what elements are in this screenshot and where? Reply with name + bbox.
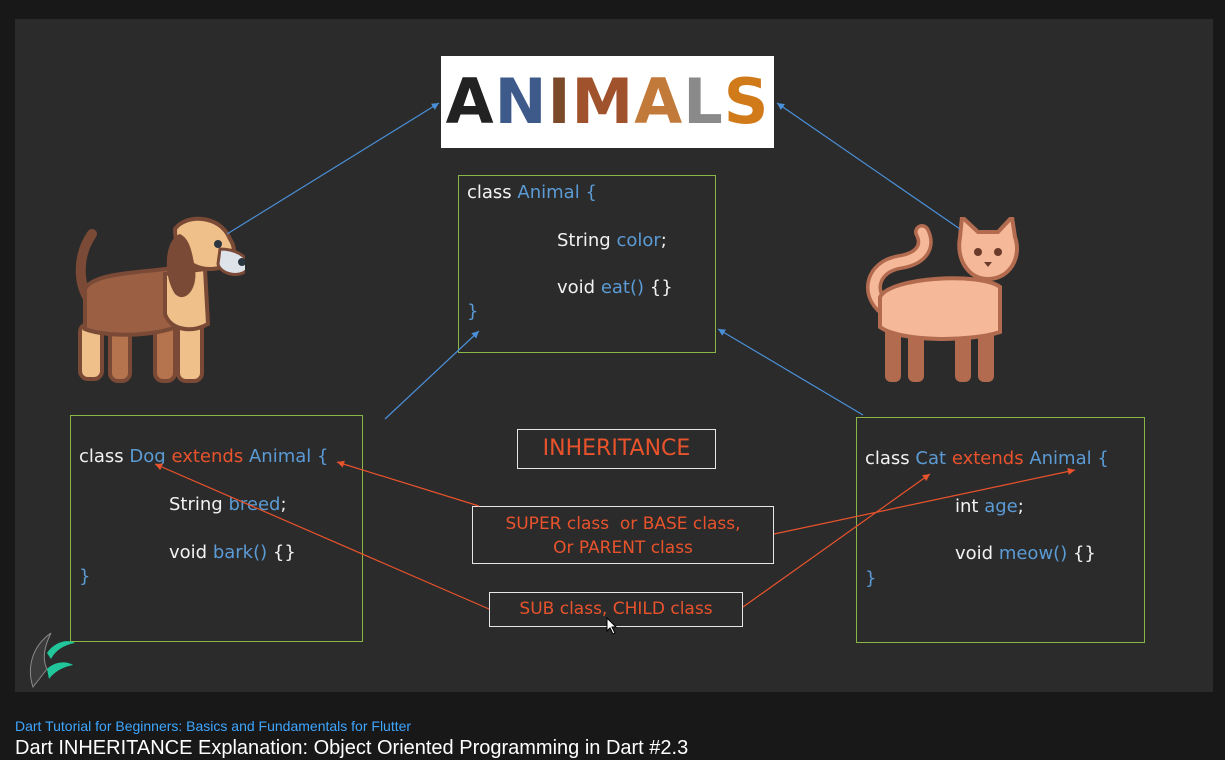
arrow-catclass-to-animalclass bbox=[717, 328, 864, 416]
field-type: int bbox=[955, 496, 979, 517]
super-class-label-line2: Or PARENT class bbox=[553, 538, 693, 558]
brace-open: { bbox=[317, 446, 329, 467]
field-name: age bbox=[984, 496, 1018, 517]
class-keyword: class bbox=[79, 446, 124, 467]
parent-class-name: Animal bbox=[248, 446, 312, 467]
brace-close: } bbox=[467, 301, 479, 322]
arrows-overlay bbox=[154, 102, 1076, 610]
video-player[interactable]: ANIMALS class Animal { String color; voi… bbox=[15, 19, 1213, 692]
arrow-super-to-dog-animal bbox=[336, 460, 480, 507]
inheritance-label: INHERITANCE bbox=[517, 429, 716, 469]
animals-logo-text: ANIMALS bbox=[445, 65, 770, 138]
playlist-link[interactable]: Dart Tutorial for Beginners: Basics and … bbox=[15, 718, 412, 734]
method-name: meow() bbox=[998, 543, 1068, 564]
method-name: bark() bbox=[212, 542, 268, 563]
field-name: color bbox=[616, 230, 661, 251]
animal-class-box: class Animal { String color; void eat() … bbox=[458, 175, 716, 353]
brace-close: } bbox=[865, 568, 877, 589]
semicolon: ; bbox=[280, 494, 287, 515]
parent-class-name: Animal bbox=[1029, 448, 1092, 469]
method-return: void bbox=[955, 543, 994, 564]
method-return: void bbox=[169, 542, 208, 563]
field-name: breed bbox=[228, 494, 281, 515]
semicolon: ; bbox=[660, 230, 667, 251]
extends-keyword: extends bbox=[951, 448, 1024, 469]
method-body: {} bbox=[272, 542, 296, 563]
arrow-dog-to-animals bbox=[226, 102, 440, 235]
field-type: String bbox=[557, 230, 611, 251]
dog-class-box: class Dog extends Animal { String breed;… bbox=[70, 415, 363, 642]
super-class-label-line1: SUPER class or BASE class, bbox=[505, 514, 741, 534]
brace-open: { bbox=[585, 182, 597, 203]
animals-logo: ANIMALS bbox=[441, 56, 774, 148]
extends-keyword: extends bbox=[171, 446, 244, 467]
dog-illustration bbox=[75, 216, 245, 383]
cat-illustration bbox=[866, 217, 1019, 382]
class-keyword: class bbox=[865, 448, 910, 469]
brace-close: } bbox=[79, 566, 91, 587]
video-title: Dart INHERITANCE Explanation: Object Ori… bbox=[15, 737, 689, 759]
sub-class-label-text: SUB class, CHILD class bbox=[519, 599, 713, 619]
class-name: Dog bbox=[129, 446, 166, 467]
channel-watermark-icon bbox=[30, 632, 75, 689]
class-name: Cat bbox=[915, 448, 947, 469]
field-type: String bbox=[169, 494, 223, 515]
method-name: eat() bbox=[600, 277, 645, 298]
arrow-cat-to-animals bbox=[776, 102, 961, 230]
brace-open: { bbox=[1097, 448, 1109, 469]
mouse-cursor-icon bbox=[606, 617, 618, 635]
class-keyword: class bbox=[467, 182, 512, 203]
arrow-super-to-cat-animal bbox=[773, 467, 1076, 535]
semicolon: ; bbox=[1017, 496, 1024, 517]
method-body: {} bbox=[649, 277, 673, 298]
inheritance-label-text: INHERITANCE bbox=[542, 436, 691, 461]
arrow-sub-to-cat bbox=[742, 473, 931, 608]
method-body: {} bbox=[1072, 543, 1096, 564]
super-class-label: SUPER class or BASE class, Or PARENT cla… bbox=[472, 506, 774, 564]
class-name: Animal bbox=[517, 182, 580, 203]
method-return: void bbox=[557, 277, 596, 298]
arrow-dogclass-to-animalclass bbox=[384, 330, 480, 420]
cat-class-box: class Cat extends Animal { int age; void… bbox=[856, 417, 1145, 643]
arrow-sub-to-dog bbox=[154, 463, 490, 610]
